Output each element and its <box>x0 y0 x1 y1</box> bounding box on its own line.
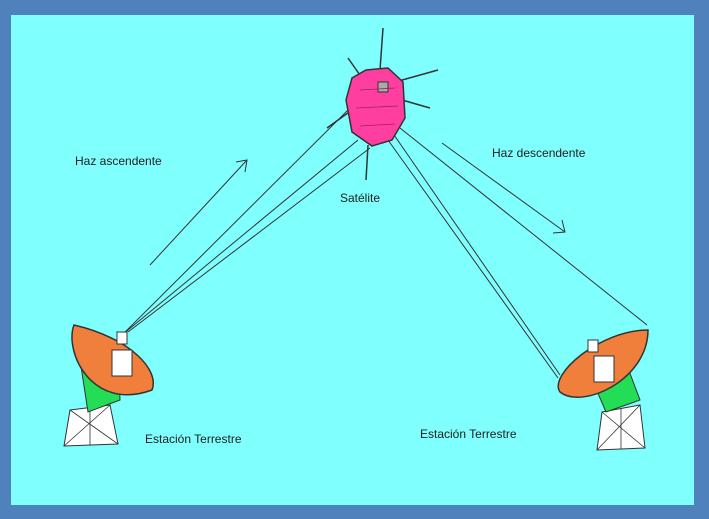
diagram-canvas: Haz ascendente Haz descendente Satélite … <box>11 15 694 505</box>
satellite-label: Satélite <box>340 191 380 205</box>
dish-antenna-icon <box>64 325 153 446</box>
uplink-label: Haz ascendente <box>75 154 162 168</box>
downlink-label: Haz descendente <box>492 146 586 160</box>
station-right-label: Estación Terrestre <box>420 427 517 441</box>
uplink-arrow-icon <box>150 160 247 265</box>
station-left-label: Estación Terrestre <box>145 432 242 446</box>
satellite-link-diagram: Haz ascendente Haz descendente Satélite … <box>11 15 694 505</box>
dish-antenna-icon <box>558 330 648 450</box>
satellite-icon <box>327 28 438 180</box>
uplink-beams <box>122 108 370 335</box>
